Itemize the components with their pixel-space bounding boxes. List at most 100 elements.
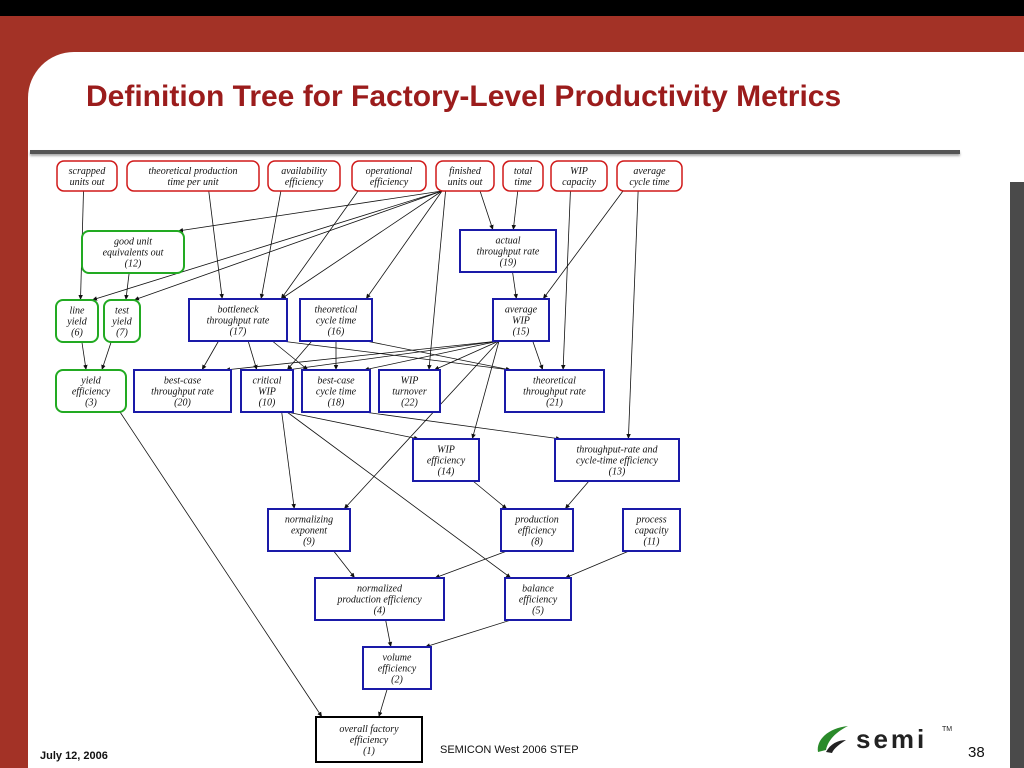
node-label-line: WIP: [258, 387, 276, 398]
edge-theo-ct-to-theo-tr: [365, 340, 512, 372]
node-label-line: units out: [70, 177, 105, 188]
edge-availability-to-bottleneck: [259, 190, 282, 300]
edge-good-unit-to-test-yield: [124, 272, 130, 301]
edge-norm-prod-eff-to-volume-eff: [385, 619, 393, 648]
node-label-line: theoretical: [315, 305, 358, 316]
node-label-line: WIP: [401, 376, 419, 387]
node-box: [133, 369, 232, 413]
node-box: [299, 298, 373, 342]
node-box: [459, 229, 557, 273]
edge-avg-wip-to-bc-ct: [363, 340, 500, 372]
node-label-line: (12): [125, 259, 142, 270]
node-label-line: critical: [253, 376, 282, 387]
node-label-line: yield: [111, 317, 132, 328]
node-label-line: finished: [449, 166, 482, 177]
node-label-line: time: [514, 177, 532, 188]
node-label-line: (18): [328, 398, 345, 409]
title-rule: [30, 150, 960, 154]
node-label-line: WIP: [437, 445, 455, 456]
node-label-line: units out: [448, 177, 483, 188]
node-label-line: capacity: [635, 526, 669, 537]
node-box: [554, 438, 680, 482]
edge-avg-wip-to-wip-eff: [471, 340, 500, 440]
node-box: [351, 160, 427, 192]
edge-avg-cycle-time-to-trct-eff: [626, 190, 639, 440]
semi-logo-text: semi: [856, 724, 928, 754]
edge-prod-eff-to-norm-prod-eff: [434, 550, 508, 579]
edge-critical-wip-to-balance-eff: [286, 411, 512, 579]
node-label-line: production: [514, 515, 559, 526]
node-label-line: overall factory: [339, 724, 399, 735]
node-box: [267, 508, 351, 552]
edge-yield-eff-to-overall: [119, 411, 323, 718]
edge-bottleneck-to-theo-tr: [280, 340, 512, 372]
node-label-line: efficiency: [370, 177, 409, 188]
node-box: [55, 369, 127, 413]
node-label-line: (2): [391, 675, 403, 686]
node-box: [103, 299, 141, 343]
node-label-line: (19): [500, 258, 517, 269]
edge-proc-cap-to-balance-eff: [564, 550, 630, 579]
node-box: [301, 369, 371, 413]
edge-avg-wip-to-bc-tr: [224, 340, 500, 372]
node-label-line: capacity: [562, 177, 596, 188]
edge-norm-exp-to-norm-prod-eff: [333, 550, 356, 579]
node-label-line: availability: [281, 166, 327, 177]
node-label-line: efficiency: [72, 387, 111, 398]
node-box: [55, 299, 99, 343]
node-box: [435, 160, 495, 192]
node-label-line: process: [635, 515, 666, 526]
node-label-line: (5): [532, 606, 544, 617]
edge-avg-wip-to-theo-tr: [532, 340, 544, 371]
node-label-line: (1): [363, 746, 375, 757]
edge-avg-wip-to-critical-wip: [286, 340, 500, 372]
edge-finished-to-bottleneck: [280, 190, 443, 300]
node-box: [492, 298, 550, 342]
node-label-line: average: [505, 305, 538, 316]
node-label-line: theoretical: [533, 376, 576, 387]
node-label-line: normalized: [357, 584, 403, 595]
node-label-line: cycle-time efficiency: [576, 456, 658, 467]
node-label-line: good unit: [114, 237, 152, 248]
node-label-line: (9): [303, 537, 315, 548]
node-label-line: (14): [438, 467, 455, 478]
node-label-line: line: [70, 306, 86, 317]
node-label-line: (20): [174, 398, 191, 409]
footer-event: SEMICON West 2006 STEP: [440, 744, 579, 756]
node-label-line: efficiency: [518, 526, 557, 537]
semi-swoosh-icon: [817, 726, 848, 753]
node-box: [504, 577, 572, 621]
edge-bc-ct-to-trct-eff: [363, 411, 562, 441]
node-label-line: (13): [609, 467, 626, 478]
node-label-line: cycle time: [629, 177, 670, 188]
edge-avg-wip-to-norm-exp: [343, 340, 500, 510]
edge-total-time-to-actual-tr: [511, 190, 519, 231]
node-label-line: yield: [80, 376, 101, 387]
edge-finished-to-good-unit: [177, 190, 443, 233]
node-label-line: cycle time: [316, 316, 357, 327]
node-label-line: (3): [85, 398, 97, 409]
page-number: 38: [968, 744, 985, 761]
node-label-line: total: [514, 166, 533, 177]
node-label-line: (10): [259, 398, 276, 409]
node-label-line: efficiency: [378, 664, 417, 675]
edge-avg-wip-to-wip-turnover: [433, 340, 500, 371]
